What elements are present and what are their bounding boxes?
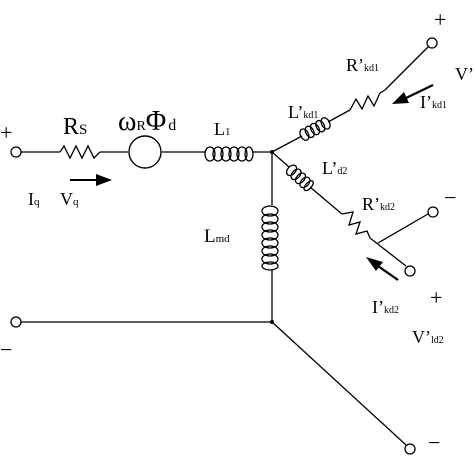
polarity-plus-kd1: + — [434, 7, 446, 32]
label-ikd2: I’kd2 — [372, 297, 399, 317]
arrow-ikd1 — [392, 84, 434, 104]
terminal-kd2-lower — [404, 265, 416, 277]
resistor-rkd2 — [341, 211, 371, 239]
label-lkd2: L’d2 — [322, 158, 347, 178]
polarity-minus-input: − — [0, 337, 12, 362]
arrow-ikd2 — [366, 257, 399, 281]
wire-rkd1-to-terminal — [384, 46, 429, 91]
inductor-lkd2 — [285, 164, 314, 192]
arrow-iq — [70, 174, 112, 186]
wires — [21, 46, 429, 446]
terminal-kd1 — [426, 37, 438, 49]
polarity-minus-bottom: − — [428, 430, 440, 455]
polarity-minus-kd2-upper: − — [444, 185, 456, 210]
terminal-input-top — [10, 146, 22, 158]
junction-node-top — [270, 150, 274, 154]
resistor-rs — [59, 144, 101, 160]
terminal-input-bottom — [10, 316, 22, 328]
inductor-lkd1 — [299, 117, 331, 141]
label-ikd1: I’kd1 — [420, 92, 447, 112]
label-rkd1: R’kd1 — [346, 55, 379, 75]
junction-node-bottom — [270, 320, 274, 324]
wire-bottom-diagonal — [271, 321, 407, 446]
label-lkd1: L’kd1 — [288, 102, 318, 122]
wire-rkd2-to-terminal — [369, 237, 407, 267]
voltage-source — [128, 135, 162, 169]
label-l1: L1 — [214, 119, 231, 139]
wire-node-to-lkd1 — [271, 135, 303, 153]
polarity-plus-kd2: + — [430, 285, 442, 310]
label-lmd: Lmd — [204, 226, 230, 247]
label-rs: RS — [63, 114, 87, 140]
label-vld2: V’ld2 — [412, 327, 444, 347]
inductor-l1 — [204, 146, 254, 162]
inductor-lmd — [261, 205, 279, 271]
wire-kd2-upper-terminal — [377, 213, 429, 244]
polarity-plus-input: + — [0, 120, 12, 145]
wire-lkd2-to-rkd2 — [309, 186, 343, 215]
terminal-bottom-right — [404, 443, 416, 455]
label-vq: Vq — [60, 189, 79, 209]
label-vkd1: V’ — [455, 64, 474, 84]
wire-lkd1-to-rkd1 — [327, 109, 351, 123]
wire-node-to-lkd2 — [271, 151, 290, 168]
resistor-rkd1 — [349, 89, 386, 111]
label-rkd2: R’kd2 — [362, 194, 395, 214]
terminal-kd2-upper — [427, 206, 439, 218]
label-iq: Iq — [28, 189, 40, 209]
